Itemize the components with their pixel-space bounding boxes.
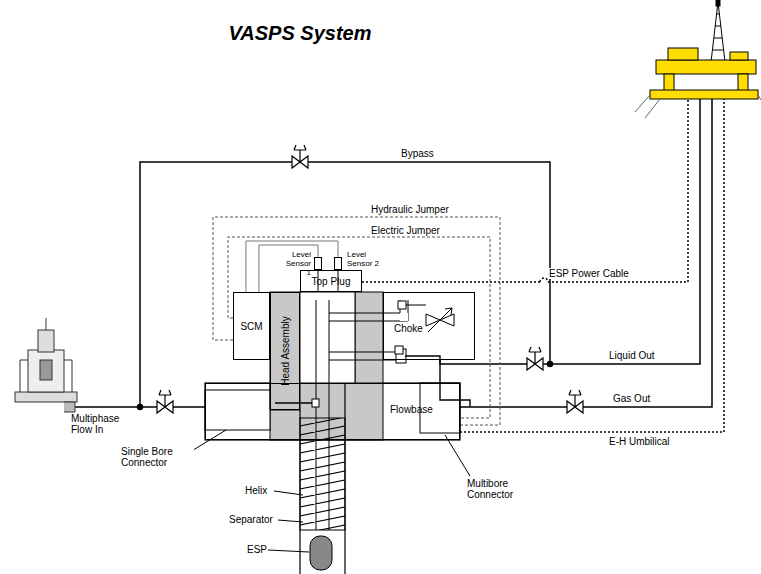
sensor-wire: [259, 245, 318, 292]
node-label: Level Sensor 2: [347, 250, 383, 268]
flowbase-box: Flowbase: [205, 383, 460, 440]
node-label: SCM: [240, 321, 262, 332]
part-label: Hydraulic Jumper: [370, 204, 450, 215]
part-label: Bypass: [400, 148, 435, 159]
node-label: Flowbase: [390, 404, 433, 415]
part-label: Multiphase Flow In: [70, 413, 136, 435]
top-plug-box: Top Plug: [300, 270, 362, 292]
part-label: Separator: [228, 514, 274, 525]
head-assembly-box: Head Assembly: [270, 292, 300, 410]
node-label: Top Plug: [312, 276, 351, 287]
part-label: Multibore Connector: [466, 478, 534, 500]
part-label: ESP: [246, 544, 268, 555]
valve-symbol: [527, 347, 543, 370]
part-label: Helix: [244, 485, 268, 496]
part-label: Liquid Out: [608, 350, 656, 361]
choke-box: Choke: [383, 292, 475, 360]
part-label: Single Bore Connector: [120, 446, 194, 468]
node-label: Level Sensor 1: [279, 250, 311, 277]
part-label: E-H Umbilical: [608, 436, 671, 447]
level-sensor: Level Sensor 2: [334, 257, 342, 270]
part-label: Gas Out: [612, 393, 651, 404]
level-sensor: Level Sensor 1: [314, 257, 322, 270]
node-label: Choke: [394, 323, 423, 334]
part-label: ESP Power Cable: [548, 268, 630, 279]
valve-symbol: [157, 390, 173, 413]
node-label: Head Assembly: [280, 316, 291, 385]
part-label: Electric Jumper: [370, 225, 441, 236]
diagram-title: VASPS System: [0, 22, 600, 45]
valve-symbol: [292, 145, 308, 168]
valve-symbol: [567, 390, 583, 413]
scm-box: SCM: [233, 292, 270, 360]
